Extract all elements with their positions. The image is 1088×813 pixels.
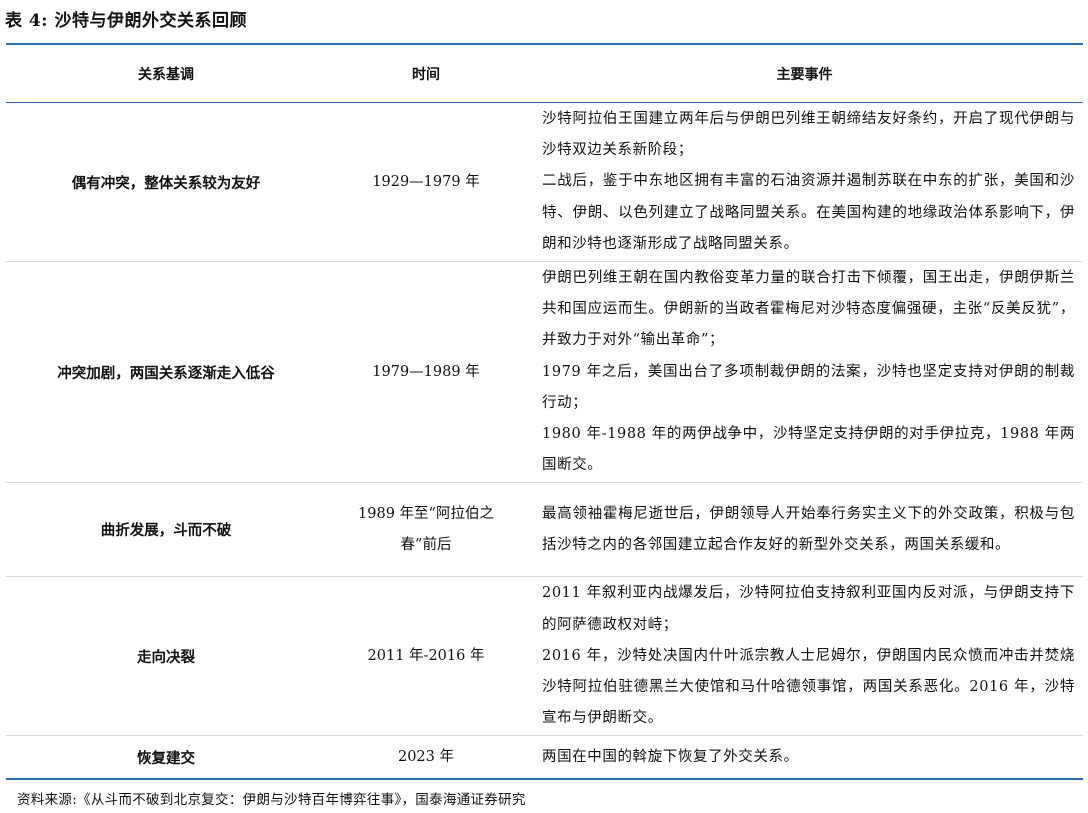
event-item: 最高领袖霍梅尼逝世后，伊朗领导人开始奉行务实主义下的外交政策，积极与包括沙特之内…	[542, 505, 1075, 553]
row-events: 沙特阿拉伯王国建立两年后与伊朗巴列维王朝缔结友好条约，开启了现代伊朗与沙特双边关…	[526, 102, 1083, 263]
row-period: 1929—1979 年	[326, 102, 526, 263]
row-period: 2023 年	[326, 736, 526, 779]
event-item: 1980 年-1988 年的两伊战争中，沙特坚定支持伊朗的对手伊拉克，1988 …	[542, 426, 1075, 474]
row-period-text: 2011 年-2016 年	[367, 647, 485, 664]
row-period-text: 1989 年至“阿拉伯之春”前后	[358, 505, 494, 553]
row-events: 最高领袖霍梅尼逝世后，伊朗领导人开始奉行务实主义下的外交政策，积极与包括沙特之内…	[526, 482, 1083, 578]
event-item: 沙特阿拉伯王国建立两年后与伊朗巴列维王朝缔结友好条约，开启了现代伊朗与沙特双边关…	[542, 111, 1075, 159]
table-row: 偶有冲突，整体关系较为友好 1929—1979 年 沙特阿拉伯王国建立两年后与伊…	[6, 102, 1083, 263]
table-row: 恢复建交 2023 年 两国在中国的斡旋下恢复了外交关系。	[6, 736, 1083, 779]
row-events: 2011 年叙利亚内战爆发后，沙特阿拉伯支持叙利亚国内反对派，与伊朗支持下的阿萨…	[526, 576, 1083, 737]
header-period: 时间	[326, 44, 526, 103]
event-item: 1979 年之后，美国出台了多项制裁伊朗的法案，沙特也坚定支持对伊朗的制裁行动；	[542, 363, 1075, 411]
row-period: 1989 年至“阿拉伯之春”前后	[326, 482, 526, 578]
event-item: 两国在中国的斡旋下恢复了外交关系。	[542, 748, 799, 765]
relations-table-container: 关系基调 时间 主要事件 偶有冲突，整体关系较为友好 1929—1979 年 沙…	[6, 43, 1083, 780]
event-item: 二战后，鉴于中东地区拥有丰富的石油资源并遏制苏联在中东的扩张，美国和沙特、伊朗、…	[542, 173, 1075, 252]
row-period: 2011 年-2016 年	[326, 576, 526, 737]
event-item: 伊朗巴列维王朝在国内教俗变革力量的联合打击下倾覆，国王出走，伊朗伊斯兰共和国应运…	[542, 270, 1075, 349]
header-basis: 关系基调	[6, 44, 326, 103]
row-period: 1979—1989 年	[326, 261, 526, 484]
table-row: 走向决裂 2011 年-2016 年 2011 年叙利亚内战爆发后，沙特阿拉伯支…	[6, 576, 1083, 737]
table-title: 表 4: 沙特与伊朗外交关系回顾	[5, 11, 247, 31]
row-period-text: 1929—1979 年	[372, 173, 480, 190]
row-basis: 偶有冲突，整体关系较为友好	[6, 102, 326, 263]
table-row: 冲突加剧，两国关系逐渐走入低谷 1979—1989 年 伊朗巴列维王朝在国内教俗…	[6, 261, 1083, 484]
row-events: 两国在中国的斡旋下恢复了外交关系。	[526, 736, 1083, 779]
row-period-text: 1979—1989 年	[372, 363, 480, 380]
table-header-row: 关系基调 时间 主要事件	[6, 44, 1083, 103]
row-basis: 曲折发展，斗而不破	[6, 482, 326, 578]
row-basis: 走向决裂	[6, 576, 326, 737]
event-item: 2011 年叙利亚内战爆发后，沙特阿拉伯支持叙利亚国内反对派，与伊朗支持下的阿萨…	[542, 585, 1075, 633]
event-item: 2016 年，沙特处决国内什叶派宗教人士尼姆尔，伊朗国内民众愤而冲击并焚烧沙特阿…	[542, 647, 1075, 727]
row-basis: 恢复建交	[137, 749, 195, 767]
row-period-text: 2023 年	[397, 748, 454, 765]
source-note: 资料来源:《从斗而不破到北京复交：伊朗与沙特百年博弈往事》，国泰海通证券研究	[17, 792, 526, 808]
row-basis: 冲突加剧，两国关系逐渐走入低谷	[6, 261, 326, 484]
relations-table: 关系基调 时间 主要事件 偶有冲突，整体关系较为友好 1929—1979 年 沙…	[6, 43, 1083, 780]
header-events: 主要事件	[526, 44, 1083, 103]
row-events: 伊朗巴列维王朝在国内教俗变革力量的联合打击下倾覆，国王出走，伊朗伊斯兰共和国应运…	[526, 261, 1083, 484]
table-row: 曲折发展，斗而不破 1989 年至“阿拉伯之春”前后 最高领袖霍梅尼逝世后，伊朗…	[6, 482, 1083, 578]
